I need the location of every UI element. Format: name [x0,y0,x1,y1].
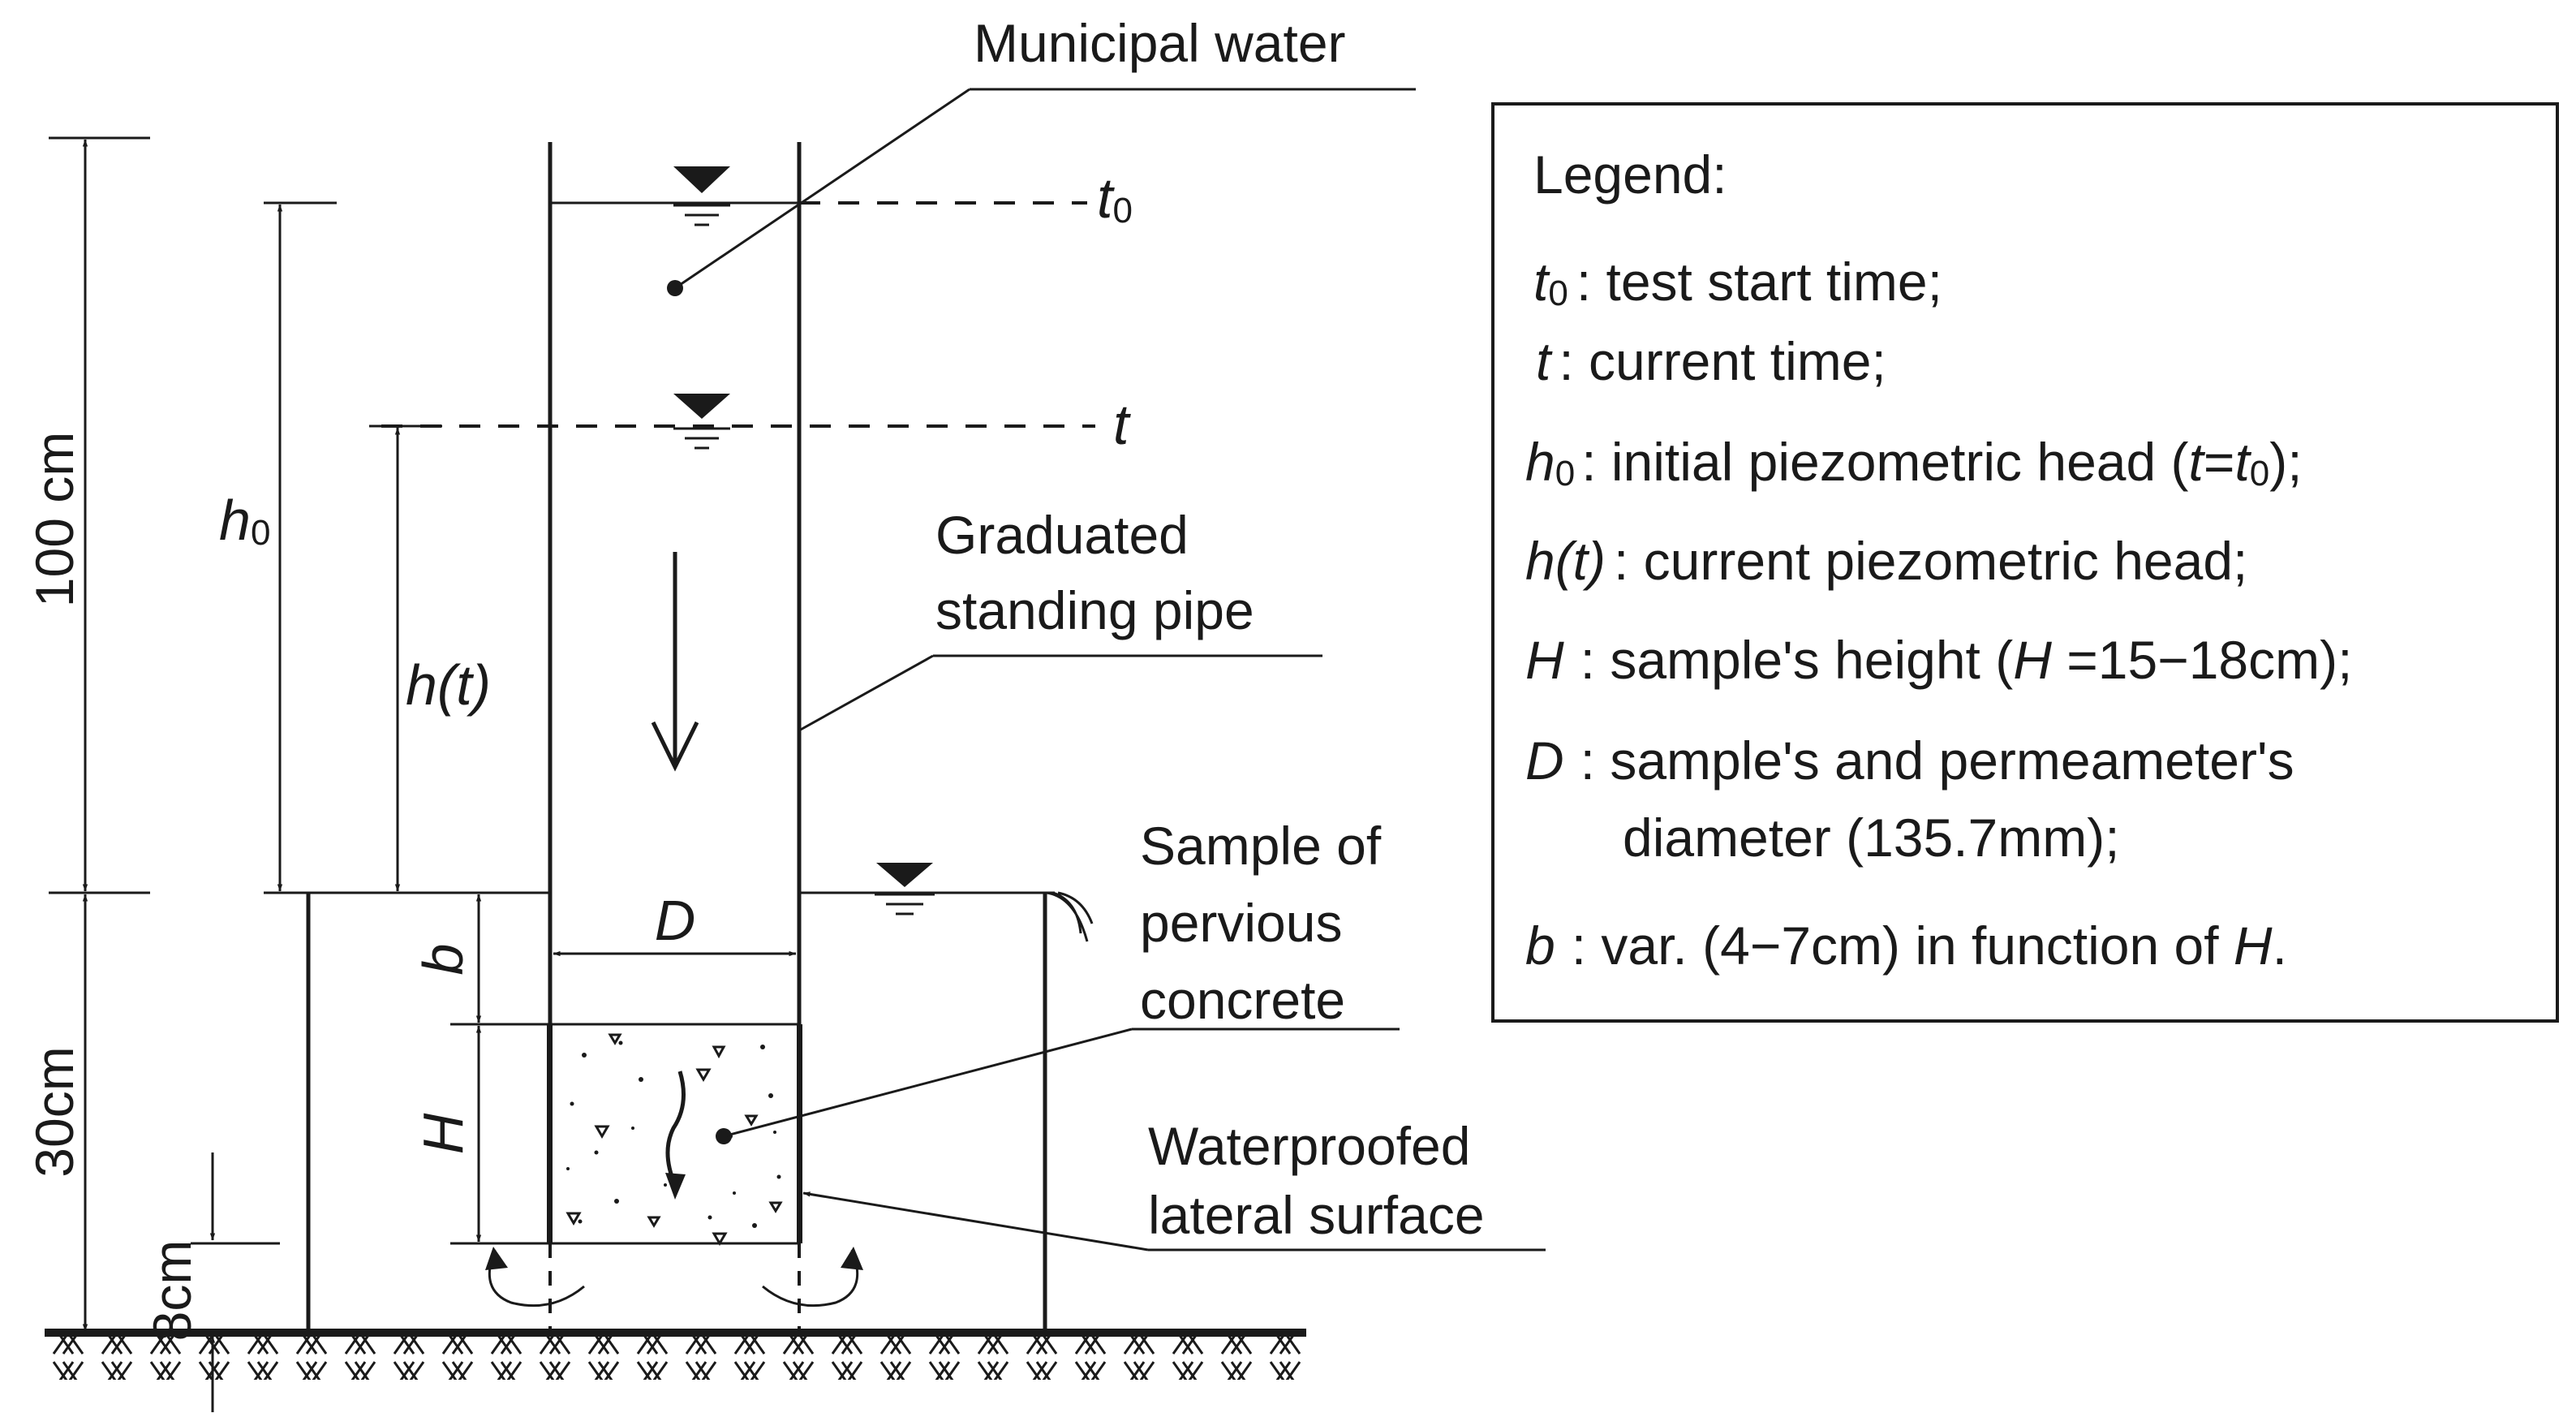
dim-ht: h(t) [369,424,491,892]
legend: Legend: t0: test start time; t: current … [1491,102,2559,1023]
sample-label-line3: concrete [1140,970,1345,1030]
sample-label-line1: Sample of [1140,816,1382,876]
water-level-t: t [381,393,1131,456]
legend-item-D: D: sample's and permeameter's [1525,730,2294,791]
overflow-level-triangle [876,863,933,887]
level-triangle-t0 [673,166,730,193]
concrete-sample [550,1023,799,1246]
dim-30cm: 30cm [24,891,150,1332]
standing-pipe [547,142,802,1333]
legend-item-h0: h0: initial piezometric head (t=t0); [1525,432,2303,493]
municipal-water-label: Municipal water [974,13,1346,73]
legend-item-t: t: current time; [1536,331,1886,391]
outflow-arrows [485,1247,863,1308]
dim-b: b [411,894,550,1026]
outer-container [264,863,1094,1333]
ground-hatch [49,1333,1302,1380]
legend-title: Legend: [1533,144,1727,205]
sample-label-line2: pervious [1140,893,1342,953]
waterproof-label-line1: Waterproofed [1148,1116,1470,1176]
callout-graduated-pipe: Graduated standing pipe [798,505,1322,732]
legend-item-D-cont: diameter (135.7mm); [1623,808,2120,868]
waterproof-label-line2: lateral surface [1148,1185,1485,1245]
callout-waterproof: Waterproofed lateral surface [802,1116,1546,1252]
legend-item-ht: h(t): current piezometric head; [1525,531,2247,591]
overflow-spill [1046,891,1094,942]
legend-item-H: H: sample's height (H =15−18cm); [1525,630,2352,690]
graduated-label-line2: standing pipe [935,580,1254,640]
flow-arrow [651,552,699,772]
dim-h0: h0 [219,201,337,892]
ground [45,1329,1306,1380]
callout-municipal-water: Municipal water [667,13,1416,296]
dim-H: H [411,1025,550,1245]
legend-item-b: b: var. (4−7cm) in function of H. [1525,915,2287,976]
dim-100cm: 100 cm [24,136,150,894]
legend-item-t0: t0: test start time; [1533,252,1942,313]
aggregate-dots [566,1040,781,1228]
level-triangle-t [673,394,730,419]
ht-label: h(t) [406,653,491,717]
H-label: H [411,1113,475,1154]
dim-8cm: 8cm [142,1152,280,1412]
D-label: D [655,889,696,952]
dim-100cm-label: 100 cm [24,432,84,607]
water-level-t0: t0 [550,166,1133,230]
legend-box [1491,102,2559,1023]
b-label: b [411,944,475,976]
dim-30cm-label: 30cm [24,1046,84,1177]
callout-sample: Sample of pervious concrete [723,816,1400,1138]
t-label: t [1113,393,1131,456]
aggregate-triangles [566,1033,783,1246]
graduated-label-line1: Graduated [935,505,1189,565]
h0-label: h0 [219,489,270,553]
dim-D: D [553,889,797,957]
t0-label: t0 [1097,166,1133,230]
dim-8cm-label: 8cm [142,1240,202,1342]
